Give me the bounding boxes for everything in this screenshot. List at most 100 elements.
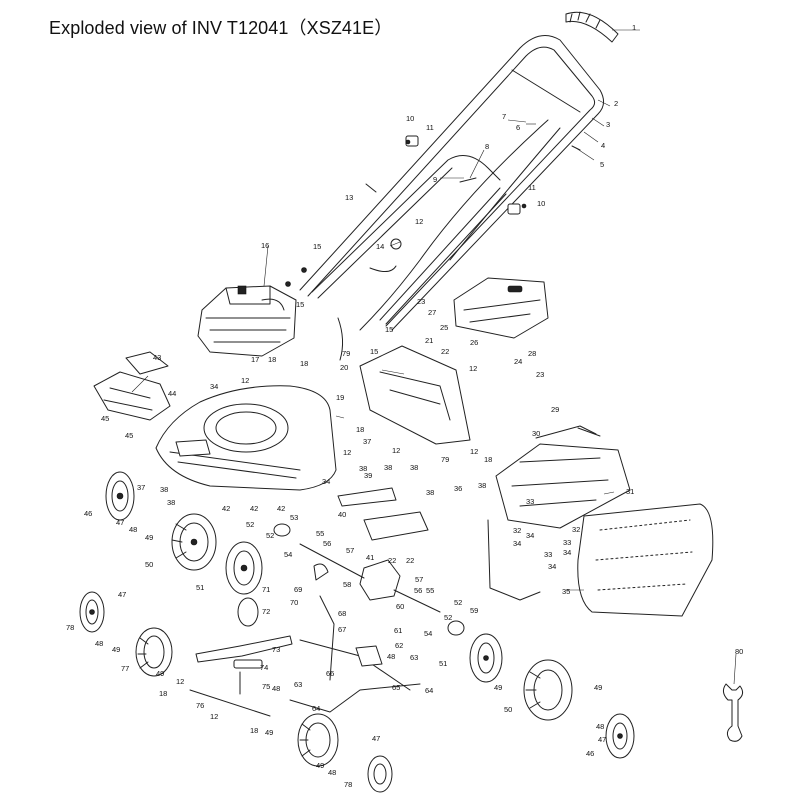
callout-42-c: 42: [277, 504, 285, 513]
callout-26: 26: [470, 338, 478, 347]
callout-63-a: 63: [410, 653, 418, 662]
callout-33-a: 33: [526, 497, 534, 506]
callout-21: 21: [425, 336, 433, 345]
callout-57-a: 57: [346, 546, 354, 555]
callout-32-a: 32: [513, 526, 521, 535]
callout-48-d: 48: [272, 684, 280, 693]
callout-29: 29: [551, 405, 559, 414]
callout-12-b: 12: [469, 364, 477, 373]
callout-78-a: 78: [66, 623, 74, 632]
callout-49-c: 49: [156, 669, 164, 678]
callout-56-a: 56: [323, 539, 331, 548]
callout-30: 30: [532, 429, 540, 438]
callout-34-e: 34: [563, 548, 571, 557]
callout-18-e: 18: [159, 689, 167, 698]
callout-49-f: 49: [265, 728, 273, 737]
callout-7: 7: [502, 112, 506, 121]
callout-52-a: 52: [246, 520, 254, 529]
callout-42-b: 42: [250, 504, 258, 513]
callout-41: 41: [366, 553, 374, 562]
callout-15-b: 15: [296, 300, 304, 309]
callout-62: 62: [395, 641, 403, 650]
callout-50-a: 50: [145, 560, 153, 569]
callout-51-b: 51: [439, 659, 447, 668]
callout-10-a: 10: [406, 114, 414, 123]
callout-47-d: 47: [372, 734, 380, 743]
callout-16: 16: [261, 241, 269, 250]
drive-assembly: [273, 487, 465, 636]
callout-47-a: 47: [116, 518, 124, 527]
callout-66: 66: [326, 669, 334, 678]
rear-cover: [359, 345, 471, 445]
callout-37-b: 37: [137, 483, 145, 492]
callout-46-b: 46: [586, 749, 594, 758]
callout-3: 3: [606, 120, 610, 129]
callout-4: 4: [601, 141, 605, 150]
callout-54-a: 54: [284, 550, 292, 559]
callout-15-d: 15: [370, 347, 378, 356]
callout-12-f: 12: [470, 447, 478, 456]
callout-12-g: 12: [176, 677, 184, 686]
callout-23-a: 23: [417, 297, 425, 306]
callout-27: 27: [428, 308, 436, 317]
callout-8: 8: [485, 142, 489, 151]
callout-45-a: 45: [101, 414, 109, 423]
bag-handle: [535, 425, 601, 439]
callout-24: 24: [514, 357, 522, 366]
callout-42-a: 42: [222, 504, 230, 513]
callout-38-d: 38: [478, 481, 486, 490]
callout-46-a: 46: [84, 509, 92, 518]
callout-55-a: 55: [316, 529, 324, 538]
callout-37: 37: [363, 437, 371, 446]
callout-23-b: 23: [536, 370, 544, 379]
blade-assembly: [195, 597, 293, 695]
callout-5: 5: [600, 160, 604, 169]
callout-22-c: 22: [406, 556, 414, 565]
callout-79-a: 79: [342, 349, 350, 358]
chute-flap: [453, 277, 549, 339]
callout-18-f: 18: [250, 726, 258, 735]
callout-34-a: 34: [210, 382, 218, 391]
callout-75: 75: [262, 682, 270, 691]
callout-52-c: 52: [454, 598, 462, 607]
spanner-tool: [722, 683, 744, 742]
callout-60: 60: [396, 602, 404, 611]
callout-63-b: 63: [294, 680, 302, 689]
callout-40: 40: [338, 510, 346, 519]
callout-44: 44: [168, 389, 176, 398]
grass-bag-frame: [487, 443, 631, 601]
callout-73: 73: [272, 645, 280, 654]
callout-11-b: 11: [528, 183, 536, 192]
callout-54-b: 54: [424, 629, 432, 638]
callout-9: 9: [433, 175, 437, 184]
callout-56-b: 56: [414, 586, 422, 595]
callout-33-b: 33: [563, 538, 571, 547]
callout-12-a: 12: [415, 217, 423, 226]
callout-34-b: 34: [322, 477, 330, 486]
callout-13: 13: [345, 193, 353, 202]
callout-19: 19: [336, 393, 344, 402]
callout-65: 65: [392, 683, 400, 692]
callout-48-a: 48: [129, 525, 137, 534]
callout-28: 28: [528, 349, 536, 358]
callout-53: 53: [290, 513, 298, 522]
callout-17: 17: [251, 355, 259, 364]
callout-32-b: 32: [572, 525, 580, 534]
callout-49-e: 49: [594, 683, 602, 692]
callout-45-b: 45: [125, 431, 133, 440]
callout-49-d: 49: [494, 683, 502, 692]
callout-47-b: 47: [118, 590, 126, 599]
callout-47-c: 47: [598, 735, 606, 744]
callout-18-a: 18: [268, 355, 276, 364]
callout-31: 31: [626, 487, 634, 496]
callout-18-c: 18: [356, 425, 364, 434]
engine: [197, 285, 297, 357]
callout-49-g: 49: [316, 761, 324, 770]
callout-10-b: 10: [537, 199, 545, 208]
callout-34-f: 34: [548, 562, 556, 571]
callout-18-b: 18: [300, 359, 308, 368]
callout-55-b: 55: [426, 586, 434, 595]
callout-48-c: 48: [387, 652, 395, 661]
callout-38-f: 38: [160, 485, 168, 494]
